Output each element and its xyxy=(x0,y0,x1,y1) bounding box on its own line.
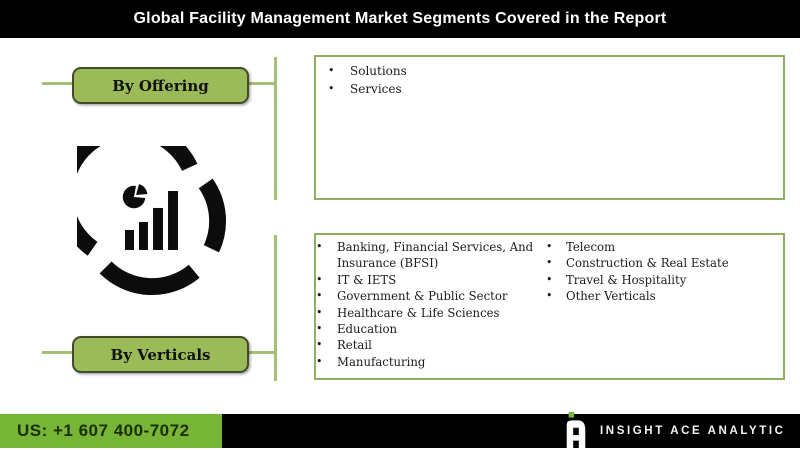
list-item: Other Verticals xyxy=(546,288,783,305)
by-verticals-label: By Verticals xyxy=(72,336,249,373)
by-verticals-text: By Verticals xyxy=(110,345,211,364)
brand-logo-icon xyxy=(566,412,586,449)
footer-bar xyxy=(222,414,800,448)
brand-name: INSIGHT ACE ANALYTIC xyxy=(600,414,786,448)
list-item: Construction & Real Estate xyxy=(546,255,783,272)
by-offering-label: By Offering xyxy=(72,67,249,104)
list-item: Retail xyxy=(316,337,546,354)
market-analytics-chart-icon xyxy=(77,146,226,296)
list-item: IT & IETS xyxy=(316,272,546,289)
list-item: Services xyxy=(328,80,783,98)
list-item: Education xyxy=(316,321,546,338)
phone-number: US: +1 607 400-7072 xyxy=(17,421,190,440)
connector-verticals-bracket xyxy=(274,235,277,381)
list-item: Banking, Financial Services, And Insuran… xyxy=(316,239,546,272)
verticals-items-box: Banking, Financial Services, And Insuran… xyxy=(314,233,785,380)
brand-name-text: INSIGHT ACE ANALYTIC xyxy=(600,425,786,437)
list-item: Solutions xyxy=(328,62,783,80)
phone-banner: US: +1 607 400-7072 xyxy=(0,414,222,448)
connector-offering-bracket xyxy=(274,57,277,200)
title-bar: Global Facility Management Market Segmen… xyxy=(0,0,800,38)
by-offering-text: By Offering xyxy=(112,76,209,95)
offering-items-box: Solutions Services xyxy=(314,55,785,200)
list-item: Healthcare & Life Sciences xyxy=(316,305,546,322)
list-item: Government & Public Sector xyxy=(316,288,546,305)
list-item: Telecom xyxy=(546,239,783,256)
list-item: Travel & Hospitality xyxy=(546,272,783,289)
page-title: Global Facility Management Market Segmen… xyxy=(133,10,667,27)
list-item: Manufacturing xyxy=(316,354,546,371)
